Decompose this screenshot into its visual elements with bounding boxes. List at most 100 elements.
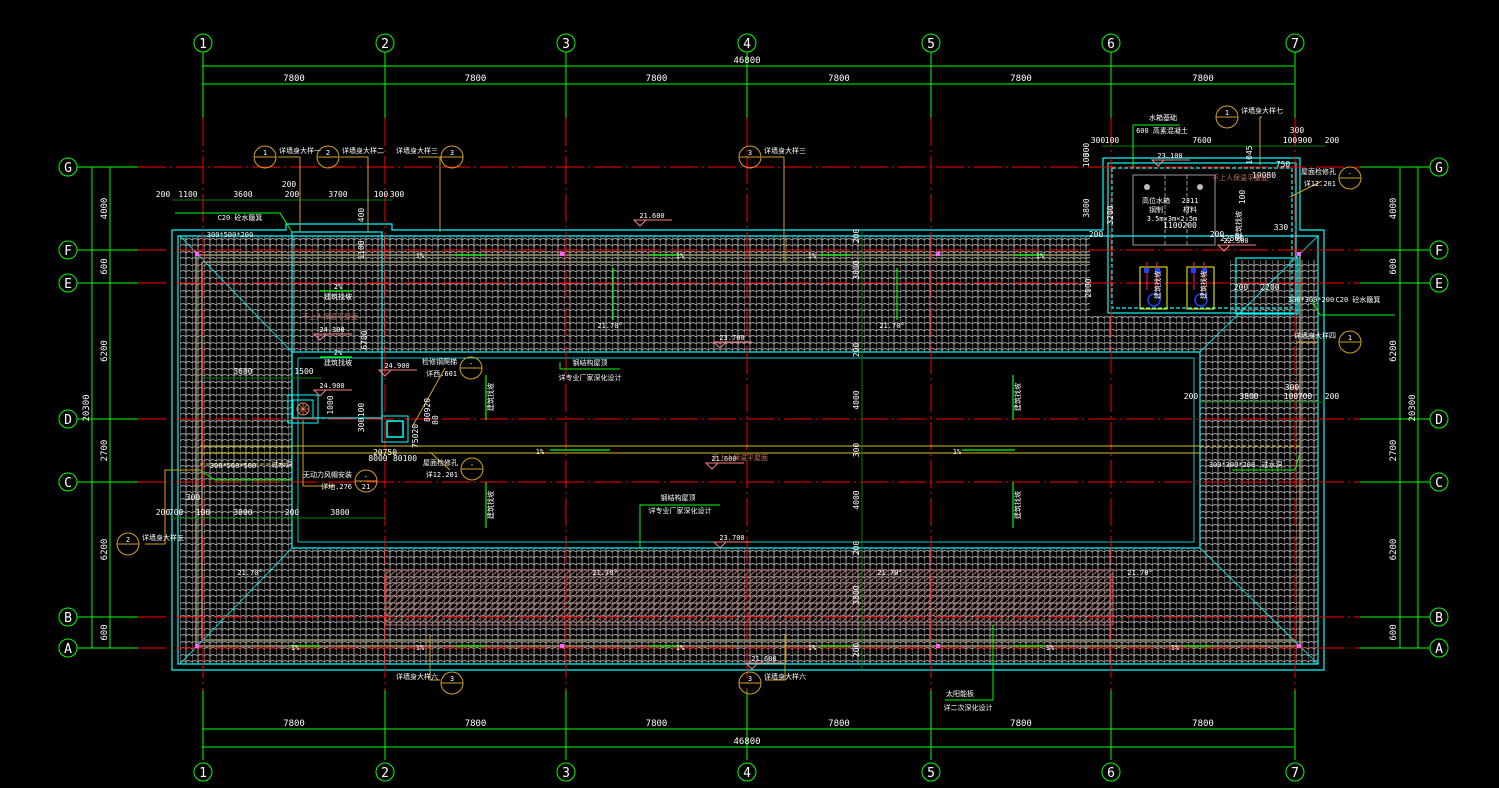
row-axis-label: G	[64, 161, 72, 176]
axis-bubble	[556, 762, 576, 782]
dim-bay-bottom: 7800	[465, 719, 487, 729]
callout-label: 详墙身大样一	[279, 146, 321, 155]
detail-dim: 300	[1285, 383, 1300, 392]
stair-dim: 80920	[423, 398, 432, 422]
callout-label: 屋面检修孔	[423, 458, 458, 467]
axis-bubble	[58, 638, 78, 658]
slope-label: 2%	[334, 349, 343, 357]
axis-bubble	[1101, 762, 1121, 782]
note-tank-inner-3: 3.5m×3m×2.5m	[1147, 215, 1198, 223]
dim-bay-top: 7800	[1192, 74, 1214, 84]
row-axis-label: A	[64, 642, 72, 657]
elevation-markers: 21.60023.70021.60023.70021.60024.30024.9…	[312, 152, 1256, 670]
axis-bubble	[1429, 638, 1449, 658]
dim-bay-left: 600	[100, 258, 110, 274]
slope-label: 1%	[676, 644, 685, 652]
detail-dim: 100	[374, 190, 389, 199]
detail-dim: 3700	[328, 190, 347, 199]
slope-label: 1%	[1036, 252, 1045, 260]
elevation-marker-icon	[312, 389, 352, 397]
slope-label: 1%	[808, 644, 817, 652]
note-no-access-roof: 不上人保温平屋面	[712, 453, 768, 462]
dim-bay-top: 7800	[465, 74, 487, 84]
note-tank-inner-1: 高位水箱	[1142, 196, 1170, 205]
note-water-tank: 水箱基础	[1149, 113, 1177, 122]
axis-bubble	[1429, 273, 1449, 293]
gutter	[195, 254, 1301, 647]
dim-bay-left: 2700	[100, 440, 110, 462]
stair-dim: 1100	[357, 240, 366, 259]
note-steel-roof-1b: 详专业厂家深化设计	[559, 373, 622, 382]
column-axis-label: 5	[927, 37, 935, 52]
dim-bay-top: 7800	[646, 74, 668, 84]
dim-bay-bottom: 7800	[1192, 719, 1214, 729]
tank-dim: 22500	[1220, 234, 1244, 243]
dim-bay-top: 7800	[283, 74, 305, 84]
dim-total-top: 46800	[733, 56, 760, 66]
callout-label: 详墙身大样七	[1241, 106, 1283, 115]
dim-bay-right: 2700	[1389, 440, 1399, 462]
detail-dim: 300	[1290, 126, 1305, 135]
detail-dim: 200	[852, 229, 861, 244]
callout-number: 3	[450, 149, 454, 157]
row-axis-label: A	[1435, 642, 1443, 657]
tank-dim: 200	[1089, 230, 1104, 239]
axis-bubble	[1429, 409, 1449, 429]
elevation-value: 24.300	[319, 326, 344, 334]
water-tank	[1132, 174, 1216, 246]
elevation-marker-icon	[744, 662, 784, 670]
note-tank-inner-5: 2311	[1182, 197, 1199, 205]
column-axis-label: 2	[381, 766, 389, 781]
callout-label: 详墙身大样六	[396, 672, 438, 681]
column-axis-label: 3	[562, 37, 570, 52]
note-no-access-roof: 不上人保温平屋面	[1212, 173, 1268, 182]
row-axis-label: D	[1435, 413, 1443, 428]
note-built-in-gutter: 建筑找坡	[1013, 383, 1022, 411]
callout-number: -	[470, 461, 474, 469]
callout-label: 无动力风帽安装	[303, 470, 352, 479]
axis-bubble	[1429, 240, 1449, 260]
note-built-in-gutter: 建筑找坡	[486, 383, 495, 411]
tank-dim: 10080	[1252, 171, 1276, 180]
note-built-in-gutter: 建筑找坡	[324, 358, 352, 367]
dim-total-left: 20300	[82, 394, 92, 421]
elevation-marker-icon	[632, 219, 672, 227]
axis-bubble	[375, 762, 395, 782]
dim-bay-right: 600	[1389, 624, 1399, 640]
row-axis-label: C	[64, 476, 72, 491]
ridge-angle: 21.70°	[237, 569, 262, 577]
callout-ref: 详12.201	[1304, 179, 1336, 188]
note-steel-roof-1: 钢结构屋顶	[573, 358, 608, 367]
tank-dim: 300	[1082, 143, 1091, 158]
detail-dimension-lines	[172, 145, 1325, 670]
detail-dim: 300	[1091, 136, 1106, 145]
callout-label: 详墙身大样五	[142, 533, 184, 542]
note-overflow-right2: 300*300*200	[1209, 461, 1255, 469]
elevation-value: 22.500	[1223, 237, 1248, 245]
column-axis-label: 6	[1107, 766, 1115, 781]
drain-icon	[195, 644, 199, 648]
stair-dim: 8000	[368, 454, 387, 463]
detail-dim: 200	[282, 180, 297, 189]
detail-dim: 100	[1284, 392, 1299, 401]
axis-bubble	[1429, 472, 1449, 492]
axis-bubble	[58, 240, 78, 260]
column-axis-label: 4	[743, 37, 751, 52]
row-axis-label: B	[64, 611, 72, 626]
elevation-value: 24.900	[319, 382, 344, 390]
detail-dim: 3800	[1239, 392, 1258, 401]
callout-label: 详墙身大样二	[342, 146, 384, 155]
detail-dim: 3800	[233, 508, 252, 517]
tank-dim: 200	[1234, 283, 1249, 292]
detail-dim: 100	[1283, 136, 1298, 145]
slope-label: 1%	[1171, 644, 1180, 652]
detail-dim: 100	[196, 508, 211, 517]
stair-dim: 3600	[233, 367, 252, 376]
axis-bubble	[193, 762, 213, 782]
axis-bubble	[58, 472, 78, 492]
axis-bubble	[1429, 157, 1449, 177]
row-axis-label: E	[1435, 277, 1443, 292]
roof-tiles	[180, 236, 1318, 664]
slope-label: 2%	[334, 283, 343, 291]
callout-label: 检修钢爬梯	[422, 357, 457, 366]
